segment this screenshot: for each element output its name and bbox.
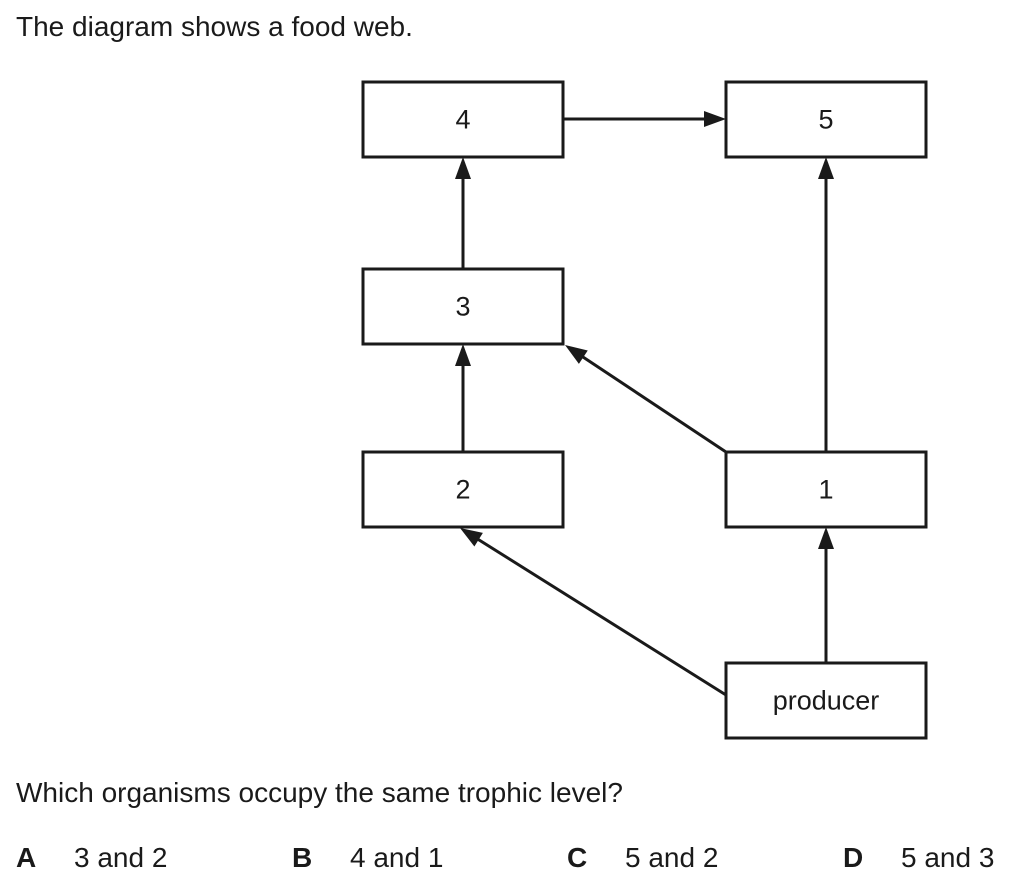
question-text: Which organisms occupy the same trophic … xyxy=(16,777,623,808)
node-label: 1 xyxy=(818,475,833,505)
edge-line xyxy=(476,537,727,697)
arrowhead-icon xyxy=(565,345,588,364)
option-a-letter: A xyxy=(16,842,37,873)
food-web-edges xyxy=(455,111,834,697)
node-box xyxy=(724,80,928,159)
arrowhead-icon xyxy=(818,527,834,549)
arrowhead-icon xyxy=(455,157,471,179)
edge-producer-to-2 xyxy=(460,528,727,697)
option-c-letter: C xyxy=(567,842,588,873)
option-d-text: 5 and 3 xyxy=(901,842,995,873)
arrowhead-icon xyxy=(818,157,834,179)
edge-3-to-4 xyxy=(455,157,471,269)
node-box xyxy=(724,661,928,740)
node-2: 2 xyxy=(361,450,565,529)
option-d-letter: D xyxy=(843,842,864,873)
node-box xyxy=(361,80,565,159)
option-a-text: 3 and 2 xyxy=(74,842,168,873)
node-label: 3 xyxy=(455,292,470,322)
option-d[interactable]: D 5 and 3 xyxy=(843,840,994,876)
node-label: 5 xyxy=(818,105,833,135)
option-b-letter: B xyxy=(292,842,313,873)
edge-4-to-5 xyxy=(563,111,726,127)
node-label: 2 xyxy=(455,475,470,505)
option-a[interactable]: A 3 and 2 xyxy=(16,840,167,876)
edge-1-to-3 xyxy=(565,345,727,454)
edge-2-to-3 xyxy=(455,344,471,452)
option-c[interactable]: C 5 and 2 xyxy=(567,840,718,876)
node-1: 1 xyxy=(724,450,928,529)
arrowhead-icon xyxy=(460,528,483,547)
food-web-nodes: 4 5 3 2 1 producer xyxy=(361,80,928,740)
node-producer: producer xyxy=(724,661,928,740)
node-4: 4 xyxy=(361,80,565,159)
edge-1-to-5 xyxy=(818,157,834,452)
node-5: 5 xyxy=(724,80,928,159)
node-label: producer xyxy=(773,686,880,716)
edge-producer-to-1 xyxy=(818,527,834,663)
node-box xyxy=(361,267,565,346)
node-3: 3 xyxy=(361,267,565,346)
arrowhead-icon xyxy=(704,111,726,127)
answer-options: A 3 and 2 B 4 and 1 C 5 and 2 D 5 and 3 xyxy=(16,840,1016,876)
node-label: 4 xyxy=(455,105,470,135)
option-b-text: 4 and 1 xyxy=(350,842,444,873)
option-c-text: 5 and 2 xyxy=(625,842,719,873)
intro-text: The diagram shows a food web. xyxy=(16,11,413,42)
arrowhead-icon xyxy=(455,344,471,366)
node-box xyxy=(361,450,565,529)
node-box xyxy=(724,450,928,529)
edge-line xyxy=(580,354,727,454)
option-b[interactable]: B 4 and 1 xyxy=(292,840,443,876)
